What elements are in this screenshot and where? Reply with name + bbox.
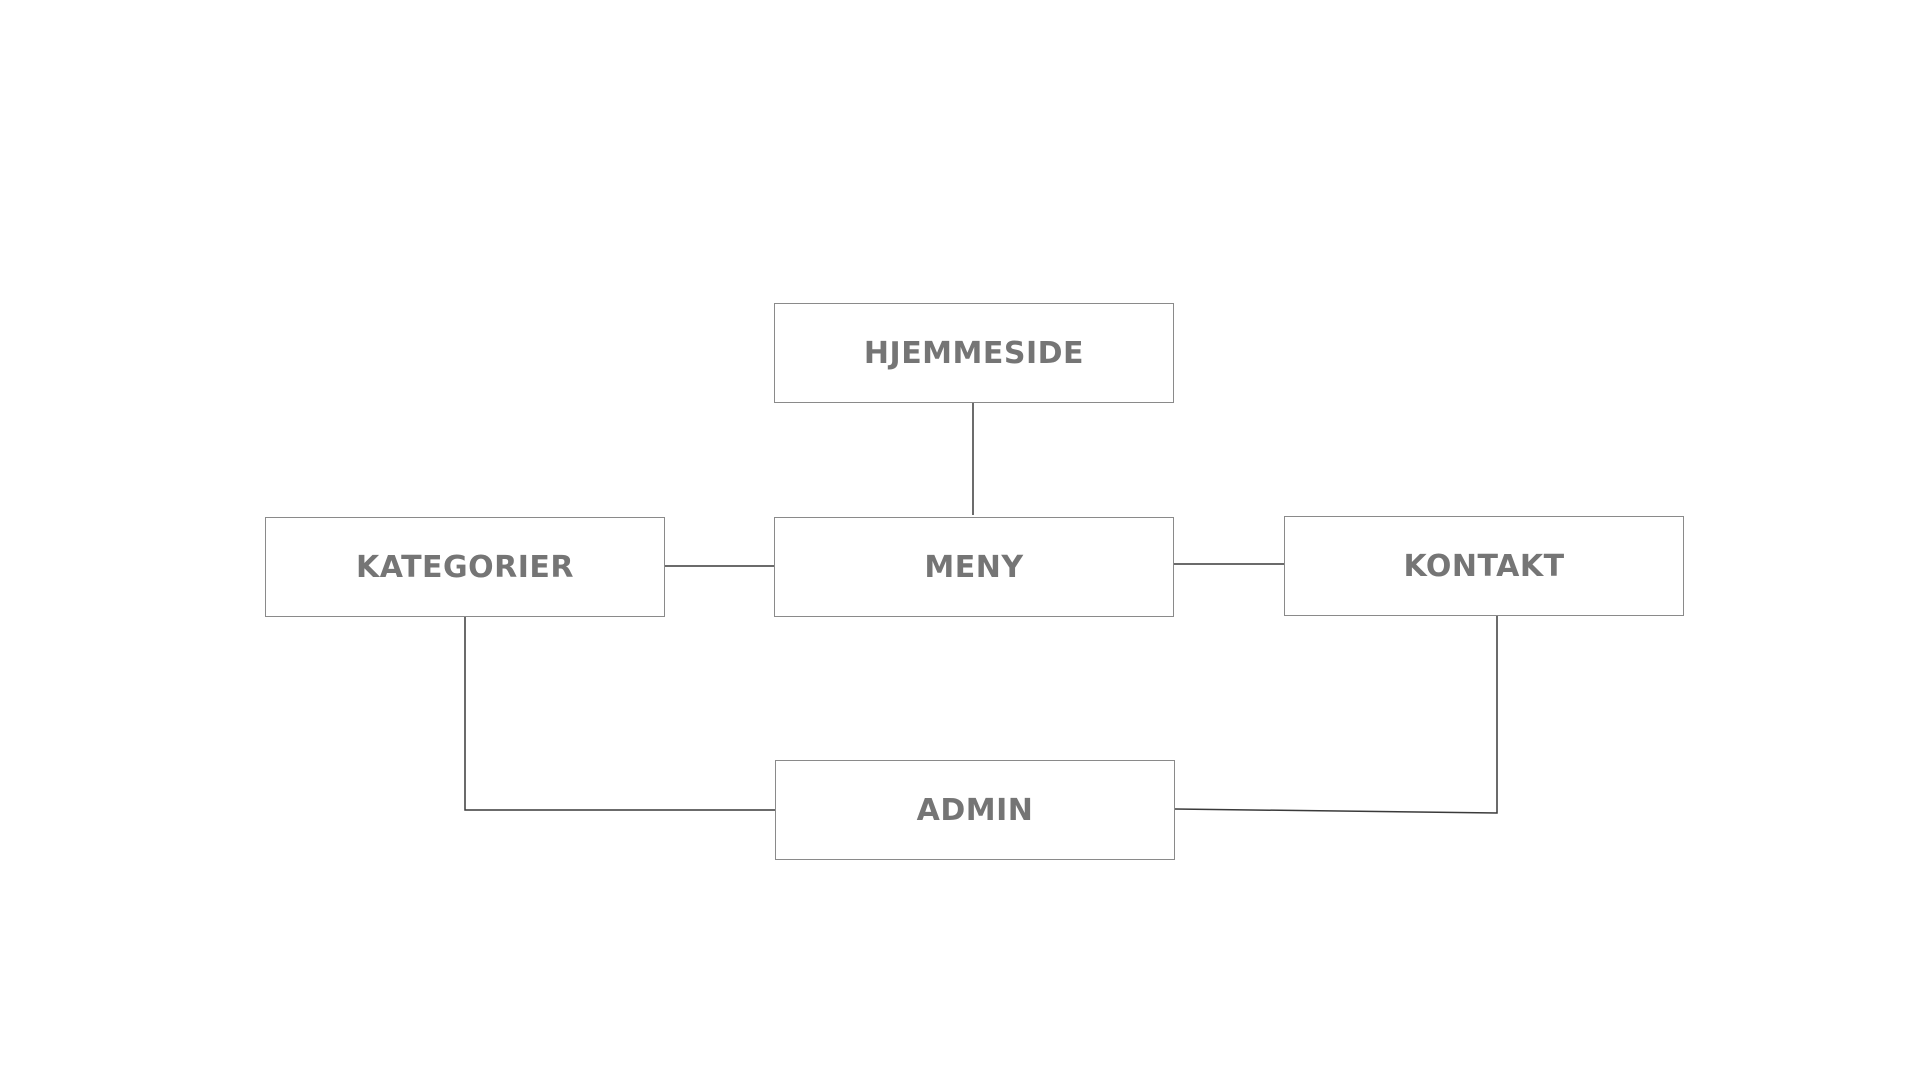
node-label-meny: MENY: [924, 549, 1024, 585]
node-kategorier: KATEGORIER: [265, 517, 665, 617]
node-meny: MENY: [774, 517, 1174, 617]
node-label-kontakt: KONTAKT: [1403, 548, 1565, 584]
node-kontakt: KONTAKT: [1284, 516, 1684, 616]
connector-kontakt-admin: [1174, 616, 1498, 814]
node-admin: ADMIN: [775, 760, 1175, 860]
node-label-admin: ADMIN: [916, 792, 1034, 828]
node-label-hjemmeside: HJEMMESIDE: [863, 335, 1085, 371]
node-hjemmeside: HJEMMESIDE: [774, 303, 1174, 403]
node-label-kategorier: KATEGORIER: [355, 549, 575, 585]
connector-kategorier-admin: [464, 617, 775, 811]
